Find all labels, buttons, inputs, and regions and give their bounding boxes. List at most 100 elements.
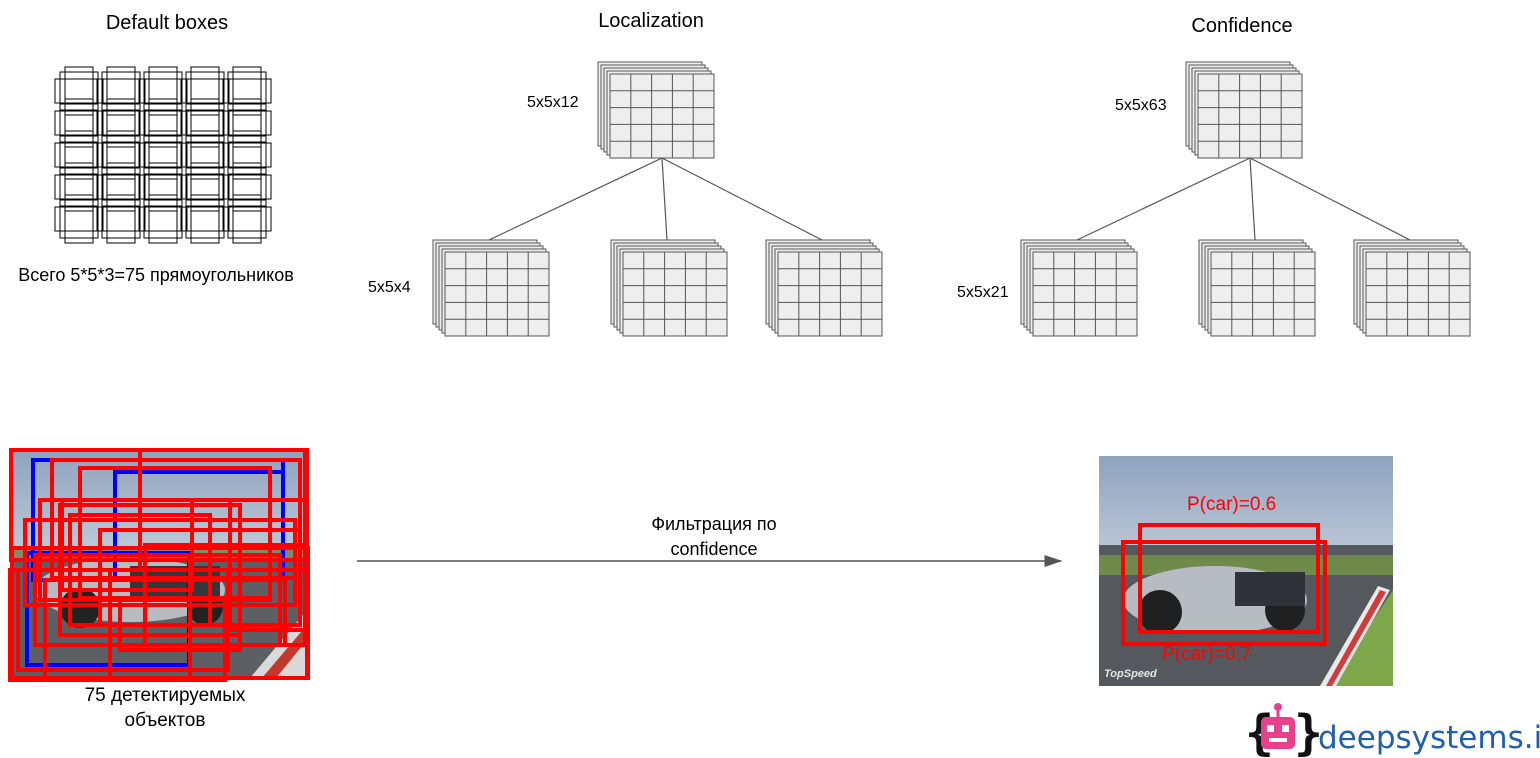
confidence-title: Confidence [1191,15,1293,37]
feature-map-grid [1366,252,1470,336]
tree-edge [488,157,663,241]
filter-label: Фильтрация по confidence [651,512,776,562]
default-box [64,66,94,116]
default-box [190,130,220,180]
default-box [96,174,146,200]
detections-caption-line1: 75 детектируемых [84,685,246,706]
confidence-tree [1020,61,1471,337]
default-box [64,162,94,212]
default-box [180,174,230,200]
detection-boxes [8,448,310,682]
default-box [106,130,136,180]
default-box [96,78,146,104]
tree-edge [661,157,668,241]
localization-title: Localization [598,10,704,32]
default-box [190,162,220,212]
default-box [148,162,178,212]
localization-tree [432,61,883,337]
default-box [232,162,262,212]
detection-box [23,518,297,607]
default-box [106,66,136,116]
default-box [180,142,230,168]
default-box [222,206,272,232]
detection-box [98,528,302,627]
default-box [96,142,146,168]
default-box [148,66,178,116]
default-box [64,130,94,180]
default-boxes-caption: Всего 5*5*3=75 прямоугольников [18,265,294,285]
default-box [180,206,230,232]
default-box [185,71,225,111]
default-box [185,167,225,207]
default-box [143,135,183,175]
default-box [222,174,272,200]
default-box [138,206,188,232]
logo-icon: { } [1245,703,1323,758]
default-box [185,135,225,175]
default-box [232,66,262,116]
default-box [106,98,136,148]
detection-box [118,598,242,652]
default-box [138,110,188,136]
detections-caption: 75 детектируемых объектов [85,683,246,733]
confidence-stack-label: 5x5x63 [1115,97,1167,114]
default-box [96,110,146,136]
default-box [185,199,225,239]
feature-map-grid [610,74,714,158]
feature-map-grid [778,252,882,336]
default-boxes-title: Default boxes [105,12,229,34]
default-box [227,199,267,239]
default-box [143,199,183,239]
default-boxes-grid [54,66,272,244]
tree-edge [1249,157,1256,241]
default-box [101,103,141,143]
detection-box [60,498,194,592]
default-box [148,130,178,180]
confidence-branch-label: 5x5x21 [957,284,1009,301]
default-box [148,98,178,148]
tree-edge [661,157,823,241]
detections-caption-line2: объектов [124,710,206,731]
default-box [54,78,104,104]
default-box [222,78,272,104]
default-box [101,71,141,111]
default-box [106,162,136,212]
default-box [138,174,188,200]
default-box [143,167,183,207]
svg-text:}: } [1294,705,1323,758]
result-watermark: TopSpeed [1104,668,1157,680]
default-box [101,167,141,207]
default-box [106,194,136,244]
result-label-top: P(car)=0.6 [1187,494,1277,515]
default-box [232,98,262,148]
default-box [227,71,267,111]
feature-map-grid [623,252,727,336]
default-box [232,130,262,180]
default-box [59,199,99,239]
result-label-bottom: P(car)=0.7 [1162,644,1252,665]
default-box [227,167,267,207]
default-box [227,103,267,143]
default-box [222,142,272,168]
default-box [59,135,99,175]
default-box [222,110,272,136]
default-box [59,167,99,207]
feature-map-grid [445,252,549,336]
default-box [96,206,146,232]
filter-label-line2: confidence [670,539,758,559]
default-box [64,98,94,148]
default-box [64,194,94,244]
feature-map-grid [1211,252,1315,336]
default-box [180,78,230,104]
default-box [59,71,99,111]
detection-box [228,498,309,632]
localization-branch-label: 5x5x4 [368,279,411,296]
default-box [101,135,141,175]
tree-edge [1249,157,1411,241]
feature-map-grid [1033,252,1137,336]
default-box [54,110,104,136]
default-box [101,199,141,239]
default-box [190,194,220,244]
filter-label-line1: Фильтрация по [651,514,777,534]
default-box [54,174,104,200]
